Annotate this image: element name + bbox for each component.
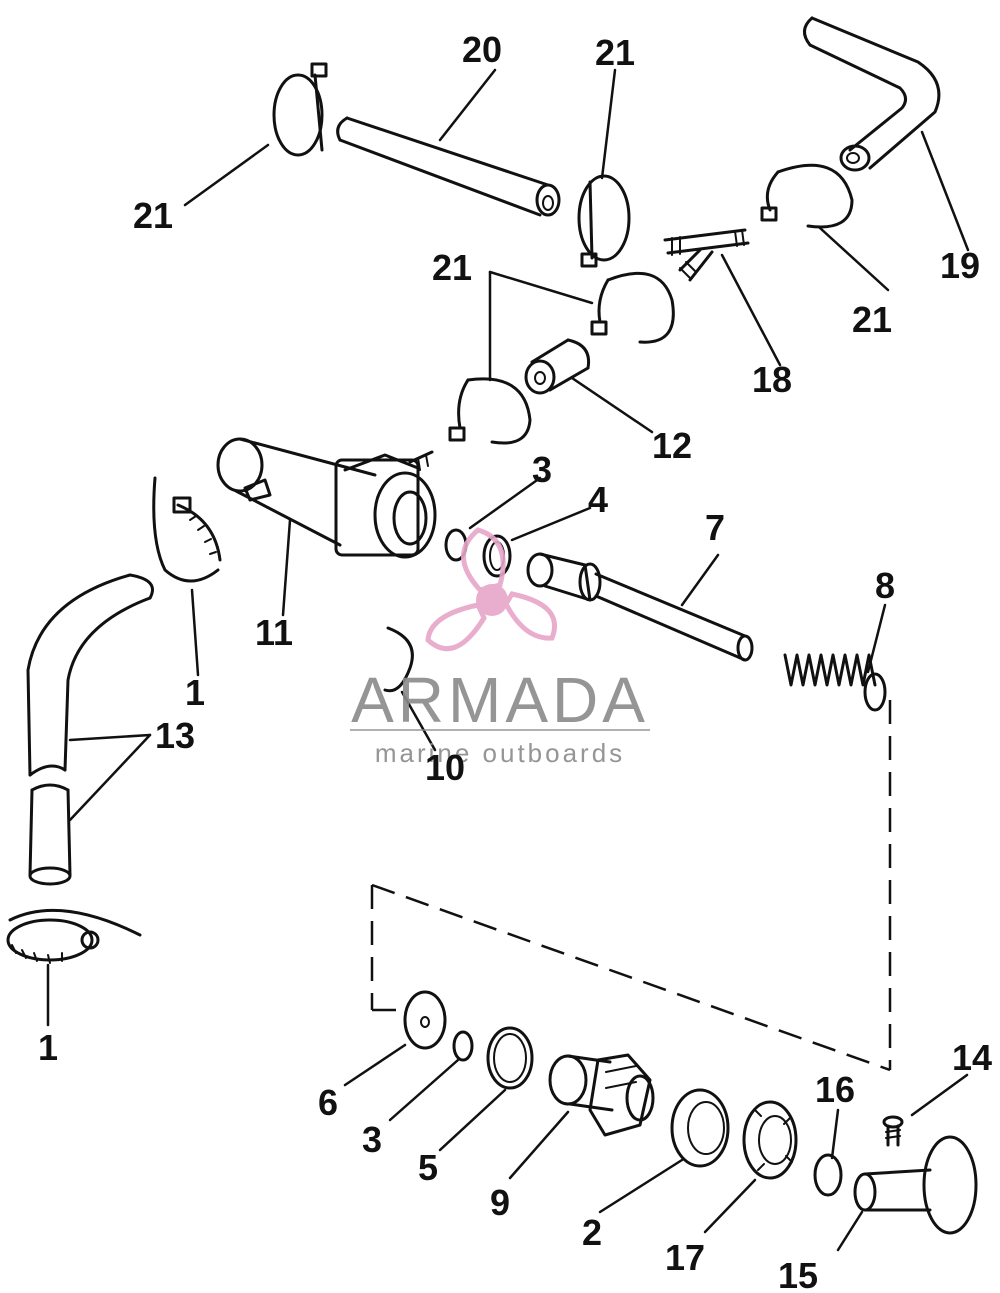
assembly-line-diagonal xyxy=(371,883,891,1072)
callout-19: 19 xyxy=(940,245,980,286)
part-14-screw xyxy=(882,1115,904,1147)
callout-3-lower: 3 xyxy=(362,1119,382,1160)
part-11-body xyxy=(216,437,437,559)
callout-13: 13 xyxy=(155,715,195,756)
part-18-tee-fitting xyxy=(663,228,750,282)
callout-5: 5 xyxy=(418,1147,438,1188)
callout-20: 20 xyxy=(462,29,502,70)
part-6-washer xyxy=(403,990,447,1050)
callout-6: 6 xyxy=(318,1082,338,1123)
callout-8: 8 xyxy=(875,565,895,606)
part-21-clamp-lower xyxy=(448,377,532,445)
part-10-retaining-ring xyxy=(383,626,414,693)
part-15-knob xyxy=(853,1135,978,1235)
callout-21-right: 21 xyxy=(852,299,892,340)
callout-11: 11 xyxy=(255,612,293,653)
callout-16: 16 xyxy=(815,1069,855,1110)
part-1-clamp-upper xyxy=(152,476,222,583)
callout-9: 9 xyxy=(490,1182,510,1223)
part-21-clamp-top-middle xyxy=(577,174,631,268)
part-9-fitting xyxy=(548,1053,655,1137)
part-20-hose xyxy=(336,116,561,217)
callout-2: 2 xyxy=(582,1212,602,1253)
propeller-logo-icon xyxy=(425,527,558,652)
leader-lines xyxy=(46,68,970,1252)
part-3-o-ring-lower xyxy=(452,1030,474,1062)
part-2-retainer xyxy=(670,1088,730,1168)
part-19-elbow-hose xyxy=(803,16,941,172)
part-21-clamp-top-left xyxy=(272,62,328,157)
callout-4: 4 xyxy=(588,479,608,520)
part-21-clamp-right xyxy=(760,163,854,229)
callout-10: 10 xyxy=(425,747,465,788)
part-17-nut xyxy=(742,1100,798,1180)
watermark: ARMADA marine outboards xyxy=(350,527,650,768)
callout-21-top-middle: 21 xyxy=(595,32,635,73)
callout-1-upper: 1 xyxy=(185,672,205,713)
part-1-clamp-lower xyxy=(6,908,142,964)
watermark-tagline: marine outboards xyxy=(375,738,625,768)
callout-21-top-left: 21 xyxy=(133,195,173,236)
part-5-gasket xyxy=(486,1026,534,1090)
callout-17: 17 xyxy=(665,1237,705,1278)
part-7-shaft xyxy=(526,552,754,662)
part-8-spring xyxy=(783,653,887,712)
callout-labels: 21 20 21 21 19 21 18 12 3 4 7 8 11 1 13 … xyxy=(38,29,992,1293)
callout-1-lower: 1 xyxy=(38,1027,58,1068)
callout-18: 18 xyxy=(752,359,792,400)
part-16-o-ring xyxy=(813,1153,843,1197)
part-13-hose xyxy=(26,573,154,886)
callout-14: 14 xyxy=(952,1037,992,1078)
callout-7: 7 xyxy=(705,507,725,548)
callout-3-upper: 3 xyxy=(532,449,552,490)
part-12-sleeve xyxy=(524,338,591,395)
callout-21-center: 21 xyxy=(432,247,472,288)
part-21-clamp-center xyxy=(590,271,675,344)
watermark-brand: ARMADA xyxy=(351,664,649,736)
callout-15: 15 xyxy=(778,1255,818,1293)
callout-12: 12 xyxy=(652,425,692,466)
